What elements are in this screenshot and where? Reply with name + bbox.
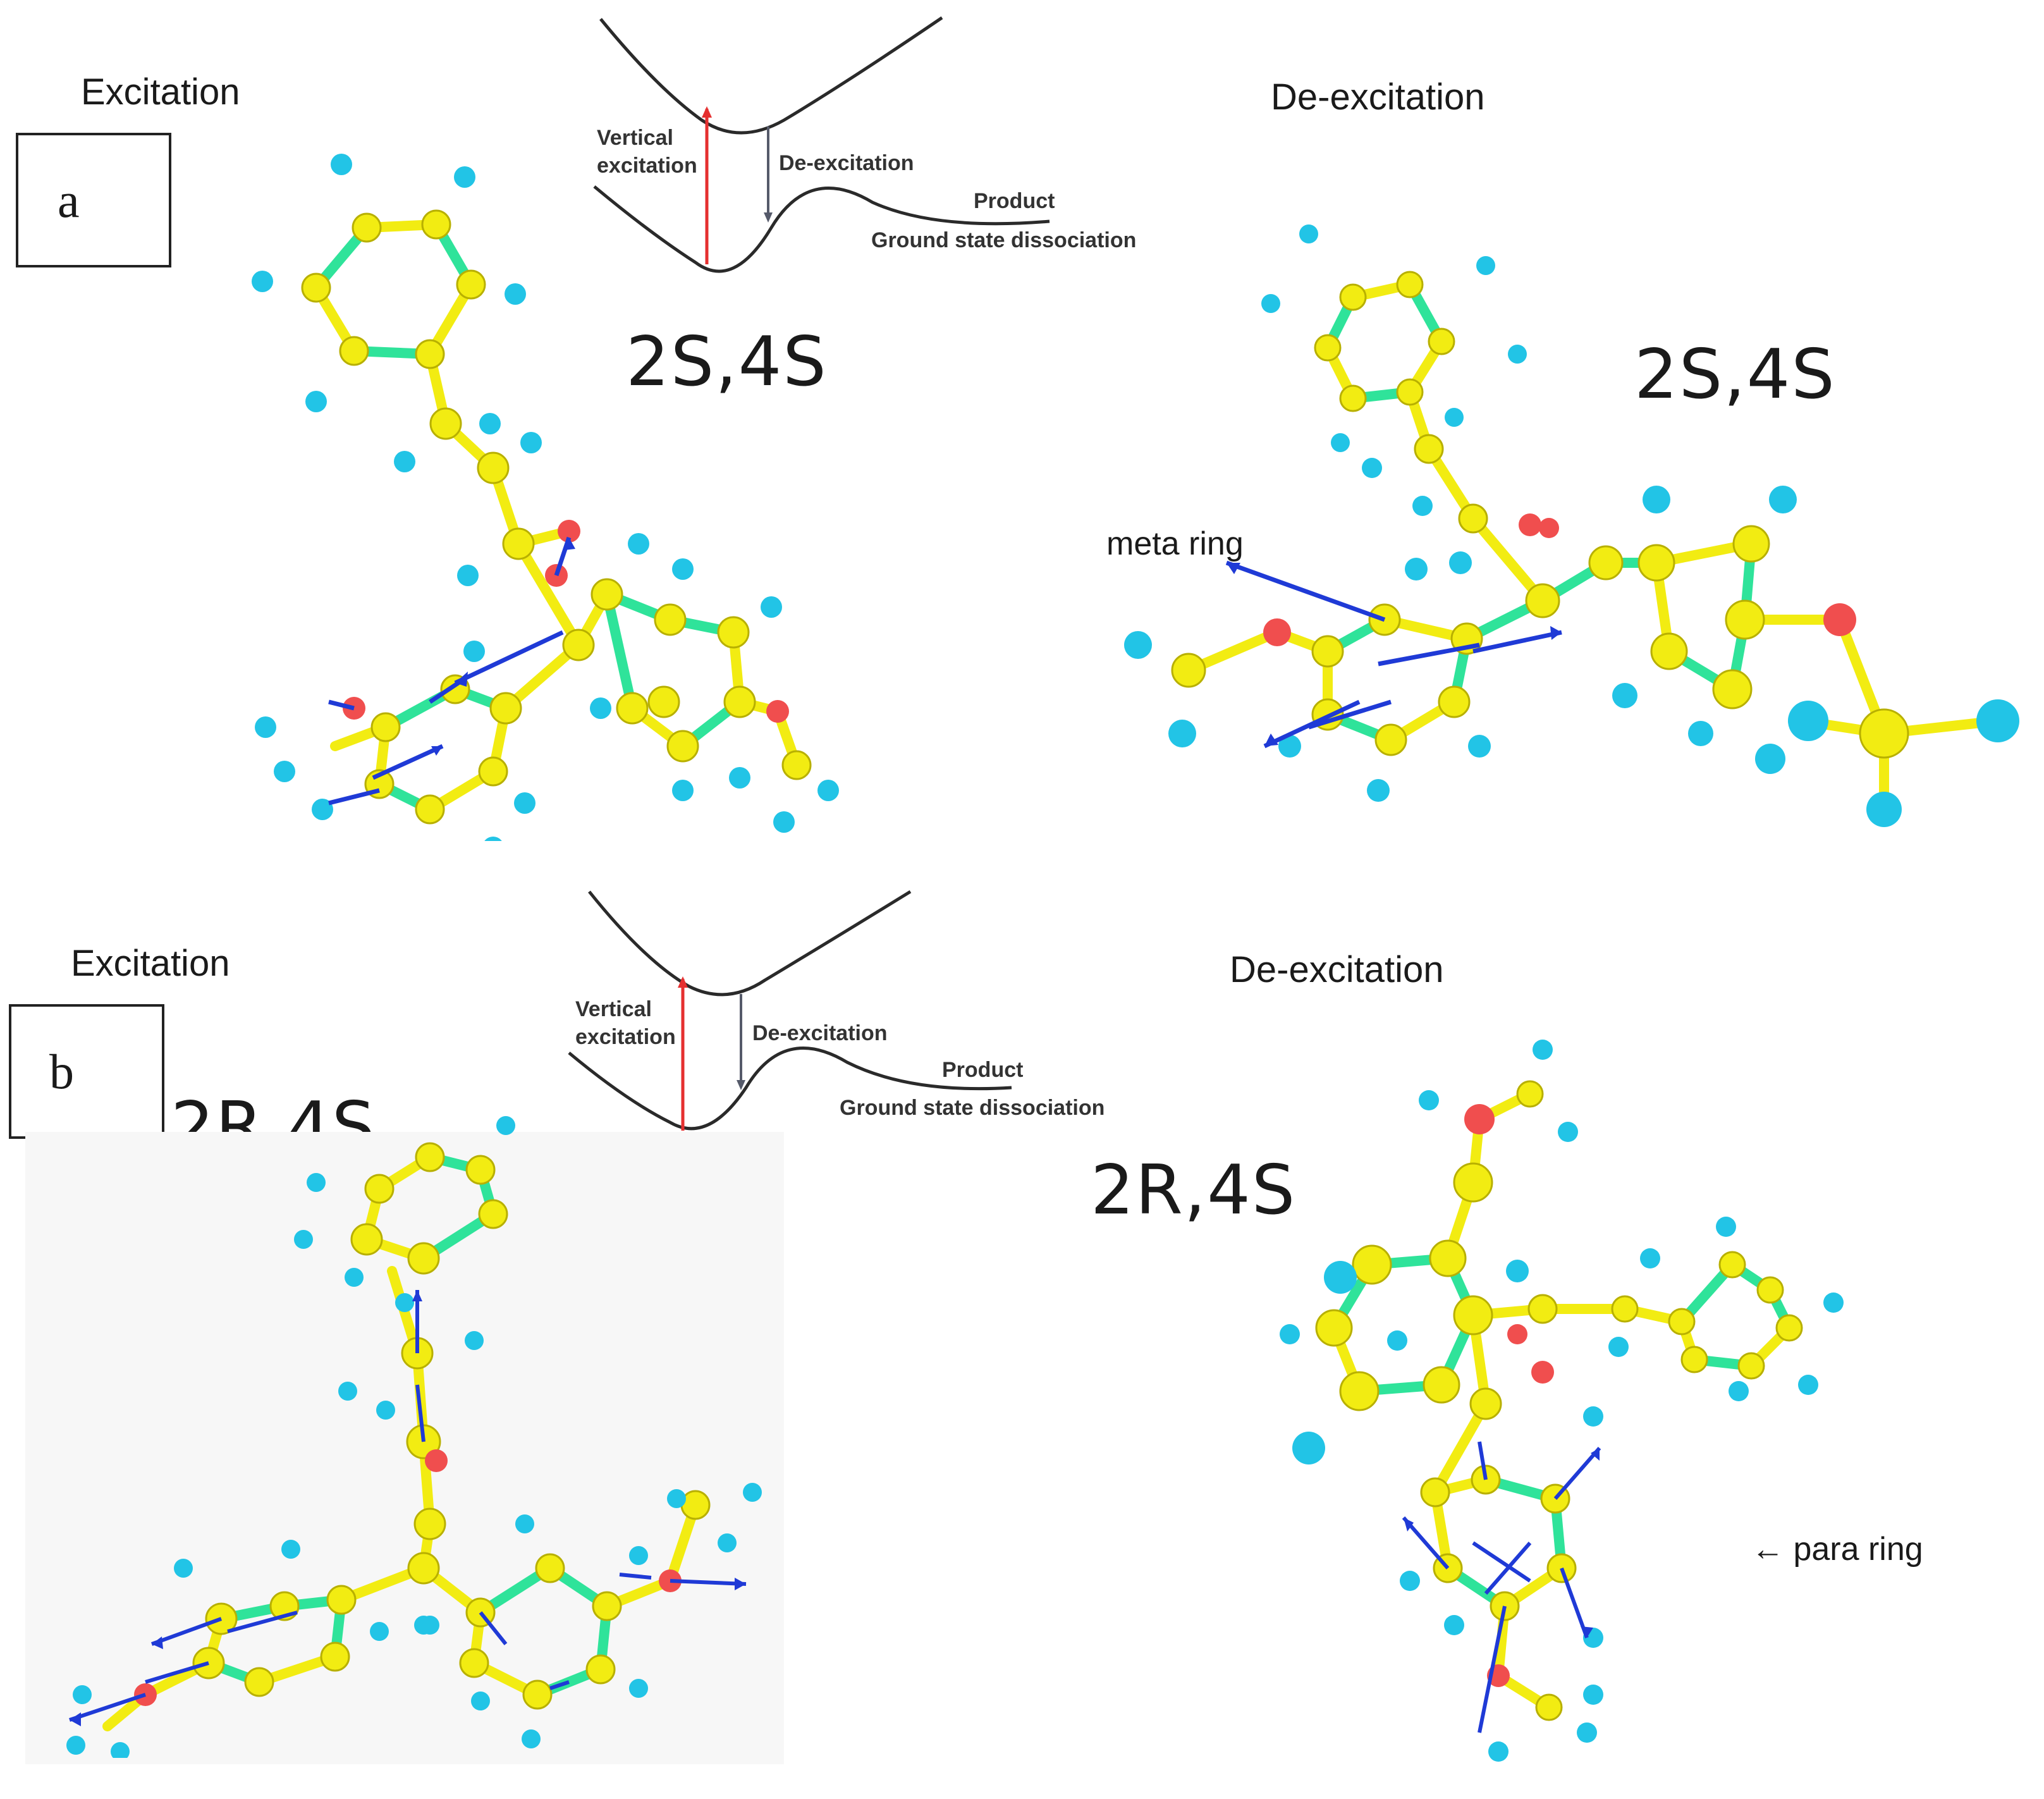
- pes-vertical-line2: excitation: [597, 154, 697, 178]
- panel-b-para-ring-note: ← para ring: [1751, 1531, 1923, 1568]
- pes-vertical-line1: Vertical: [575, 997, 652, 1021]
- deexcitation-arrowhead: [764, 212, 773, 223]
- panel-b-pes-product-label: Product: [942, 1058, 1024, 1082]
- panel-b-deexcitation-title: De-excitation: [1230, 949, 1444, 990]
- panel-a-excitation-title: Excitation: [81, 71, 240, 113]
- ground-state-curve: [593, 185, 1050, 273]
- panel-a-deexcitation-molecule: [1124, 224, 2019, 827]
- panel-b-excitation-title: Excitation: [71, 943, 230, 984]
- panel-a-label-box: a: [16, 133, 171, 267]
- panel-a-pes-diagram: [593, 16, 1050, 273]
- excited-state-curve: [588, 890, 912, 997]
- panel-b-deexcitation-molecule: [1280, 1040, 1844, 1762]
- excited-state-curve: [599, 16, 943, 135]
- panel-a-label: a: [58, 173, 80, 228]
- deexcitation-arrowhead: [737, 1080, 745, 1090]
- panel-b-pes-dissociation-label: Ground state dissociation: [840, 1096, 1105, 1120]
- panel-a-pes-deexcitation-label: De-excitation: [779, 151, 914, 175]
- pes-vertical-line2: excitation: [575, 1025, 676, 1049]
- panel-a-stereo-left: 2S,4S: [626, 322, 828, 402]
- pes-vertical-line1: Vertical: [597, 126, 673, 150]
- panel-b-excitation-backdrop: [25, 1132, 784, 1764]
- panel-b-pes-deexcitation-label: De-excitation: [752, 1021, 888, 1045]
- panel-a-pes-product-label: Product: [974, 189, 1055, 213]
- ground-state-curve: [568, 1047, 1012, 1131]
- panel-b-label: b: [49, 1044, 74, 1099]
- panel-b-stereo-right: 2R,4S: [1091, 1151, 1297, 1230]
- panel-b-pes-diagram: [568, 890, 1012, 1131]
- vertical-excitation-arrowhead: [678, 976, 688, 988]
- panel-b-excitation-molecule: [66, 1116, 762, 1758]
- panel-a-meta-ring-note: meta ring: [1106, 525, 1244, 562]
- vertical-excitation-arrowhead: [702, 106, 712, 118]
- panel-a-stereo-right: 2S,4S: [1634, 335, 1836, 414]
- panel-b-pes-vertical-label: Vertical excitation: [575, 995, 676, 1051]
- panel-a-pes-dissociation-label: Ground state dissociation: [871, 228, 1137, 252]
- panel-a-pes-vertical-label: Vertical excitation: [597, 124, 697, 180]
- panel-a-excitation-molecule: [252, 154, 839, 841]
- panel-b-label-box: b: [9, 1004, 164, 1139]
- panel-a-deexcitation-title: De-excitation: [1271, 77, 1485, 118]
